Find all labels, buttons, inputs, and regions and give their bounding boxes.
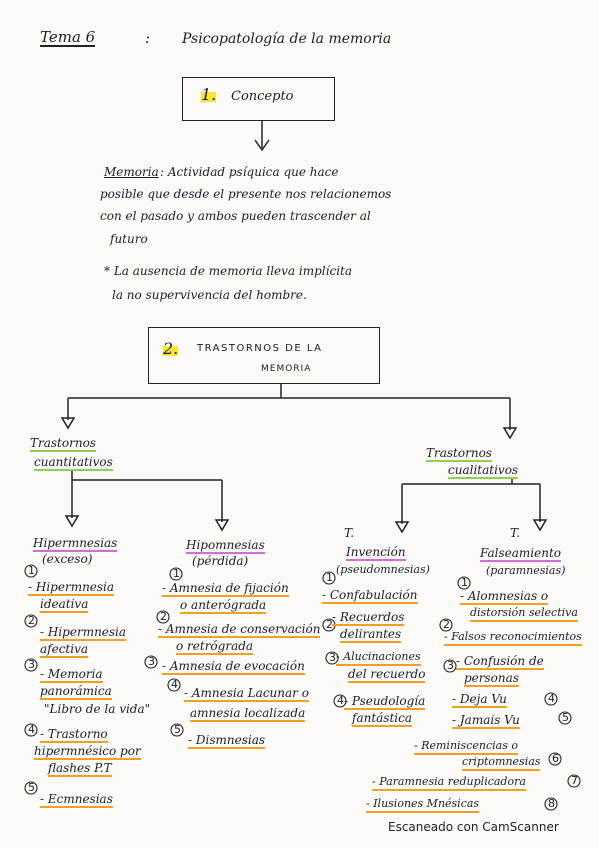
memoria-line-2: posible que desde el presente nos relaci…	[100, 187, 392, 201]
section-1-number: 1.	[201, 85, 217, 104]
note-line-1: * La ausencia de memoria lleva implícita	[104, 264, 353, 278]
hipo-subheading: (pérdida)	[192, 554, 249, 568]
hiper-item-5-line-1: - Ecmnesias	[40, 792, 113, 808]
section-2-box: 2. TRASTORNOS DE LA MEMORIA	[148, 327, 380, 384]
inv-item-3-line-1: - Alucinaciones	[336, 650, 421, 666]
branch-right-line-1: Trastornos	[426, 446, 492, 462]
inv-item-2-line-1: - Recuerdos	[332, 610, 405, 626]
section-2-number: 2.	[163, 339, 179, 358]
hiper-item-3-line-2: panorámica	[40, 684, 112, 700]
memoria-line-3: con el pasado y ambos pueden trascender …	[100, 209, 371, 223]
section-1-box: 1. Concepto	[182, 77, 335, 121]
inv-subheading: (pseudomnesias)	[336, 563, 430, 576]
hipo-item-5-number: 5	[174, 723, 181, 736]
inv-heading: Invención	[346, 545, 406, 561]
hiper-item-4-line-3: flashes P.T	[48, 761, 112, 777]
hiper-item-2-line-1: - Hipermnesia	[40, 625, 127, 641]
hiper-item-5-number: 5	[28, 781, 35, 794]
fals-item-5-number: 5	[562, 711, 569, 724]
fals-item-7-number: 7	[571, 774, 578, 787]
inv-item-1-number: 1	[326, 571, 333, 584]
hiper-item-1-line-1: - Hipermnesia	[28, 580, 115, 596]
inv-prefix: T.	[344, 526, 355, 540]
hipo-item-1-line-2: o anterógrada	[180, 598, 267, 614]
hipo-item-2-line-2: o retrógrada	[176, 639, 254, 655]
inv-item-4-line-2: fantástica	[352, 711, 412, 727]
hipo-item-5-line-1: - Dismnesias	[188, 733, 266, 749]
fals-heading: Falseamiento	[480, 546, 562, 562]
hipo-item-2-line-1: - Amnesia de conservación	[158, 622, 321, 638]
hiper-item-1-line-2: ideativa	[40, 597, 89, 613]
tema-label: Tema 6	[40, 28, 96, 47]
hipo-item-4-line-2: amnesia localizada	[190, 706, 306, 722]
hiper-subheading: (exceso)	[42, 552, 93, 566]
hipo-item-1-number: 1	[173, 567, 180, 580]
hipo-item-2-number: 2	[160, 610, 167, 623]
fals-item-1-line-1: - Alomnesias o	[460, 589, 549, 605]
hiper-item-4-line-2: hipermnésico por	[34, 744, 141, 760]
hipo-item-3-line-1: - Amnesia de evocación	[162, 659, 305, 675]
hiper-item-3-line-3: "Libro de la vida"	[44, 702, 151, 716]
hiper-heading: Hipermnesias	[33, 536, 118, 552]
fals-item-2-number: 2	[443, 618, 450, 631]
fals-item-4-number: 4	[548, 692, 555, 705]
fals-item-8-line-1: - Ilusiones Mnésicas	[366, 797, 480, 813]
memoria-term: Memoria	[104, 165, 159, 179]
hiper-item-4-line-1: - Trastorno	[40, 727, 108, 743]
branch-left-line-2: cuantitativos	[34, 455, 113, 471]
inv-item-3-number: 3	[329, 651, 336, 664]
fals-item-7-line-1: - Paramnesia reduplicadora	[372, 775, 526, 791]
hiper-item-3-number: 3	[28, 658, 35, 671]
hipo-item-4-number: 4	[171, 678, 178, 691]
fals-item-1-line-2: distorsión selectiva	[470, 606, 578, 622]
hipo-heading: Hipomnesias	[186, 538, 265, 554]
fals-item-2-line-1: - Falsos reconocimientos	[444, 630, 582, 646]
inv-item-4-number: 4	[337, 694, 344, 707]
fals-item-1-number: 1	[461, 576, 468, 589]
hipo-item-4-line-1: - Amnesia Lacunar o	[184, 686, 309, 702]
section-1-label: Concepto	[231, 89, 294, 104]
inv-item-2-line-2: delirantes	[340, 627, 402, 643]
branch-left-line-1: Trastornos	[30, 436, 96, 452]
title-colon: :	[145, 29, 151, 47]
fals-subheading: (paramnesias)	[486, 564, 566, 577]
fals-item-8-number: 8	[548, 797, 555, 810]
section-2-line-2: MEMORIA	[261, 364, 312, 374]
fals-item-6-line-1: - Reminiscencias o	[414, 739, 518, 755]
page-title: Psicopatología de la memoria	[182, 31, 392, 47]
inv-item-4-line-1: - Pseudología	[344, 694, 426, 710]
fals-item-3-line-1: - Confusión de	[456, 654, 544, 670]
camscanner-watermark: Escaneado con CamScanner	[388, 820, 559, 834]
inv-item-1-line-1: - Confabulación	[322, 588, 418, 604]
branch-right-line-2: cualitativos	[448, 463, 519, 479]
note-line-2: la no supervivencia del hombre.	[112, 288, 307, 302]
fals-item-6-line-2: criptomnesias	[462, 755, 541, 771]
fals-prefix: T.	[510, 526, 521, 540]
hipo-item-1-line-1: - Amnesia de fijación	[162, 581, 289, 597]
inv-item-2-number: 2	[326, 618, 333, 631]
fals-item-5-line-1: - Jamais Vu	[452, 713, 520, 729]
hiper-item-2-line-2: afectiva	[40, 642, 89, 658]
memoria-line-4: futuro	[110, 232, 148, 246]
hiper-item-1-number: 1	[28, 564, 35, 577]
hiper-item-3-line-1: - Memoria	[40, 667, 103, 683]
fals-item-6-number: 6	[552, 752, 559, 765]
fals-item-3-line-2: personas	[464, 671, 519, 687]
section-2-line-1: TRASTORNOS DE LA	[197, 343, 323, 354]
hipo-item-3-number: 3	[148, 655, 155, 668]
hiper-item-2-number: 2	[28, 614, 35, 627]
hiper-item-4-number: 4	[28, 723, 35, 736]
fals-item-3-number: 3	[447, 659, 454, 672]
memoria-line-1: : Actividad psíquica que hace	[160, 165, 339, 179]
inv-item-3-line-2: del recuerdo	[348, 667, 426, 683]
fals-item-4-line-1: - Deja Vu	[452, 692, 507, 708]
